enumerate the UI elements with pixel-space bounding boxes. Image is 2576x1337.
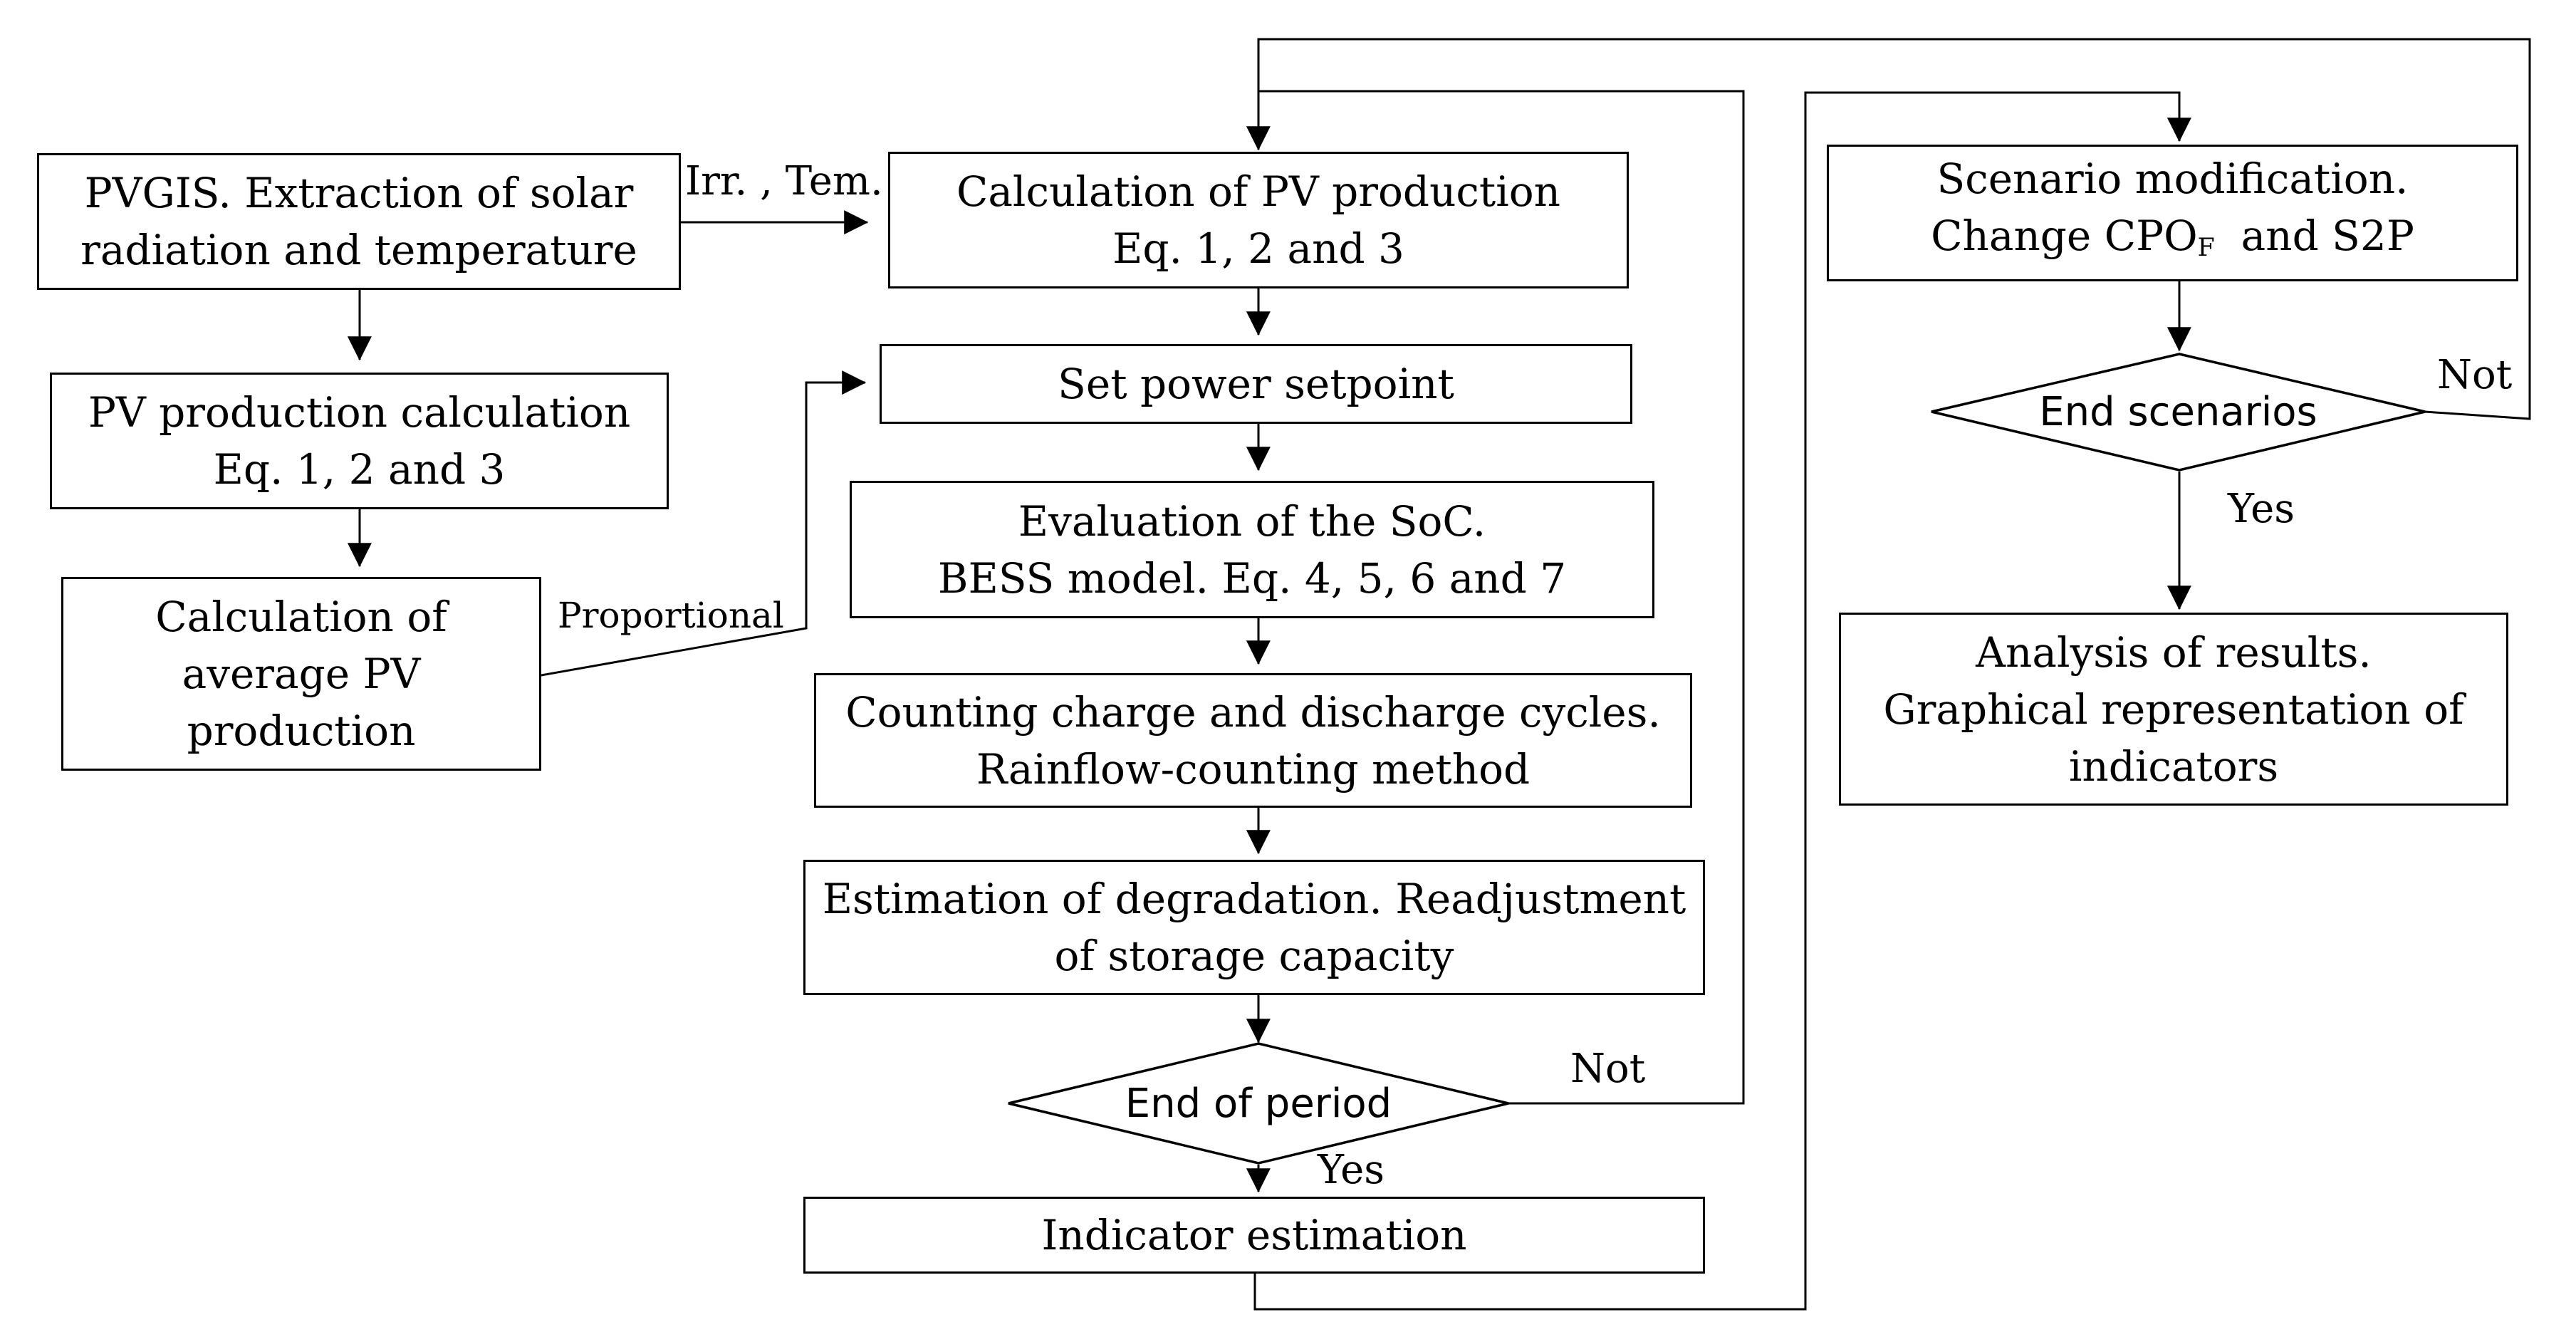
loop-end-scenarios-not: [1257, 38, 2531, 420]
analysis-line-3: indicators: [2068, 742, 2279, 791]
cycles-line-2: Rainflow-counting method: [976, 744, 1531, 794]
arrow-proportional: [541, 370, 867, 677]
arrow-indicator-to-scenario: [1253, 91, 2191, 1311]
set-power-setpoint-box: Set power setpoint: [880, 344, 1632, 424]
pvgis-line-1: PVGIS. Extraction of solar: [84, 169, 634, 217]
loop-end-period-not: [1246, 90, 1745, 1105]
scenario-line-2-suffix: and S2P: [2214, 211, 2414, 260]
scenario-line-1: Scenario modification.: [1936, 154, 2409, 203]
analysis-line-1: Analysis of results.: [1976, 628, 2372, 677]
setpoint-line-1: Set power setpoint: [1058, 360, 1454, 408]
proportional-label: Proportional: [558, 595, 784, 636]
end-of-period-text: End of period: [1125, 1080, 1392, 1127]
degradation-line-1: Estimation of degradation. Readjustment: [822, 875, 1686, 923]
yes-period-label: Yes: [1318, 1147, 1385, 1193]
avg-pv-line-1: Calculation of: [155, 593, 447, 641]
not-period-label: Not: [1570, 1046, 1646, 1092]
soc-evaluation-box: Evaluation of the SoC. BESS model. Eq. 4…: [850, 481, 1654, 618]
end-period-diamond: [1008, 1042, 1509, 1165]
pv-calc-left-line-2: Eq. 1, 2 and 3: [213, 445, 506, 494]
yes-scenarios-label: Yes: [2228, 486, 2295, 532]
degradation-line-2: of storage capacity: [1054, 932, 1454, 980]
analysis-of-results-box: Analysis of results. Graphical represent…: [1839, 613, 2508, 806]
degradation-estimation-box: Estimation of degradation. Readjustment …: [803, 860, 1705, 995]
calc-pv-line-1: Calculation of PV production: [956, 167, 1561, 216]
scenario-modification-box: Scenario modification. Change CPOF and S…: [1827, 145, 2518, 281]
pvgis-extraction-box: PVGIS. Extraction of solar radiation and…: [37, 153, 681, 290]
scenario-line-2: Change CPOF and S2P: [1931, 207, 2414, 276]
pv-calc-left-line-1: PV production calculation: [88, 388, 631, 437]
avg-pv-line-2: average PV: [182, 650, 421, 698]
end-scenarios-text: End scenarios: [2039, 388, 2317, 435]
average-pv-production-box: Calculation of average PV production: [61, 577, 541, 771]
pvgis-line-2: radiation and temperature: [80, 226, 637, 274]
not-scenarios-label: Not: [2437, 352, 2513, 398]
soc-line-1: Evaluation of the SoC.: [1018, 496, 1486, 546]
scenario-line-2-subscript: F: [2197, 233, 2215, 262]
soc-line-2: BESS model. Eq. 4, 5, 6 and 7: [937, 553, 1567, 603]
irr-tem-label: Irr. , Tem.: [685, 158, 883, 204]
pv-production-calculation-box: PV production calculation Eq. 1, 2 and 3: [50, 373, 669, 509]
calc-pv-line-2: Eq. 1, 2 and 3: [1112, 224, 1404, 273]
indicator-line-1: Indicator estimation: [1041, 1211, 1467, 1259]
analysis-line-2: Graphical representation of: [1883, 685, 2464, 734]
indicator-estimation-box: Indicator estimation: [803, 1197, 1705, 1274]
avg-pv-line-3: production: [187, 707, 416, 755]
scenario-line-2-prefix: Change CPO: [1931, 211, 2198, 260]
cycles-line-1: Counting charge and discharge cycles.: [845, 687, 1661, 737]
calculation-pv-production-box: Calculation of PV production Eq. 1, 2 an…: [888, 152, 1629, 288]
cycle-counting-box: Counting charge and discharge cycles. Ra…: [814, 673, 1692, 808]
end-scenarios-diamond: [1931, 353, 2426, 472]
